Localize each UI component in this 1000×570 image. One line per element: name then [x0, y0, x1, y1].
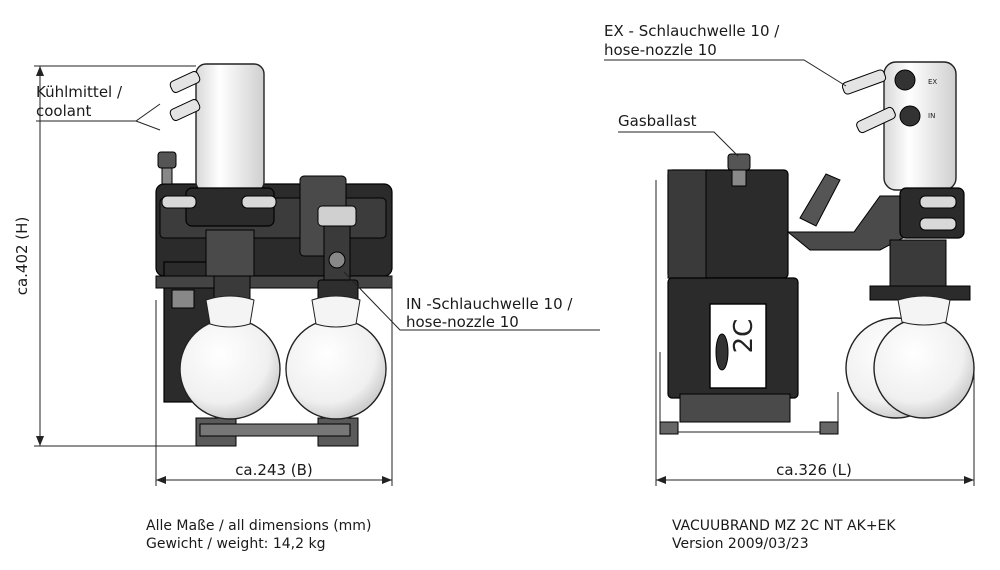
front-coolant-nozzles: [169, 71, 201, 121]
label-coolant-line2: coolant: [36, 102, 91, 120]
side-gasballast-knob: [727, 153, 751, 171]
side-flask-front: [873, 317, 975, 419]
footer-version: Version 2009/03/23: [672, 536, 809, 552]
dimension-length: [655, 180, 975, 486]
label-ex-line2: hose-nozzle 10: [604, 41, 717, 59]
label-in-line2: hose-nozzle 10: [406, 313, 519, 331]
label-coolant-line1: Kühlmittel /: [36, 83, 123, 101]
front-flask-right: [285, 318, 387, 420]
front-view-pump: [155, 63, 393, 447]
leader-lines: [36, 59, 847, 331]
in-mark: IN: [928, 112, 935, 120]
footer-weight-note: Gewicht / weight: 14,2 kg: [146, 536, 325, 552]
side-in-nozzle: [856, 105, 921, 134]
front-in-valve: [317, 205, 357, 227]
front-gasballast-knob: [157, 151, 177, 169]
dimension-height: [34, 65, 196, 447]
footer-model: VACUUBRAND MZ 2C NT AK+EK: [672, 518, 896, 534]
dim-width-text: ca.243 (B): [235, 461, 313, 479]
side-handle: [799, 173, 841, 227]
label-gasballast: Gasballast: [618, 112, 697, 130]
side-view-pump: 2C EX IN: [659, 61, 975, 435]
footer-dims-note: Alle Maße / all dimensions (mm): [146, 518, 371, 534]
dim-length-text: ca.326 (L): [776, 461, 852, 479]
side-ex-nozzle: [841, 69, 916, 95]
front-flask-left: [179, 318, 281, 420]
label-ex-line1: EX - Schlauchwelle 10 /: [604, 22, 780, 40]
front-condenser: [195, 63, 265, 193]
dim-height-text: ca.402 (H): [13, 217, 31, 296]
dimension-width: [155, 276, 393, 486]
label-in-line1: IN -Schlauchwelle 10 /: [406, 295, 573, 313]
ex-mark: EX: [928, 78, 937, 86]
nameplate-logo: 2C: [729, 319, 759, 354]
